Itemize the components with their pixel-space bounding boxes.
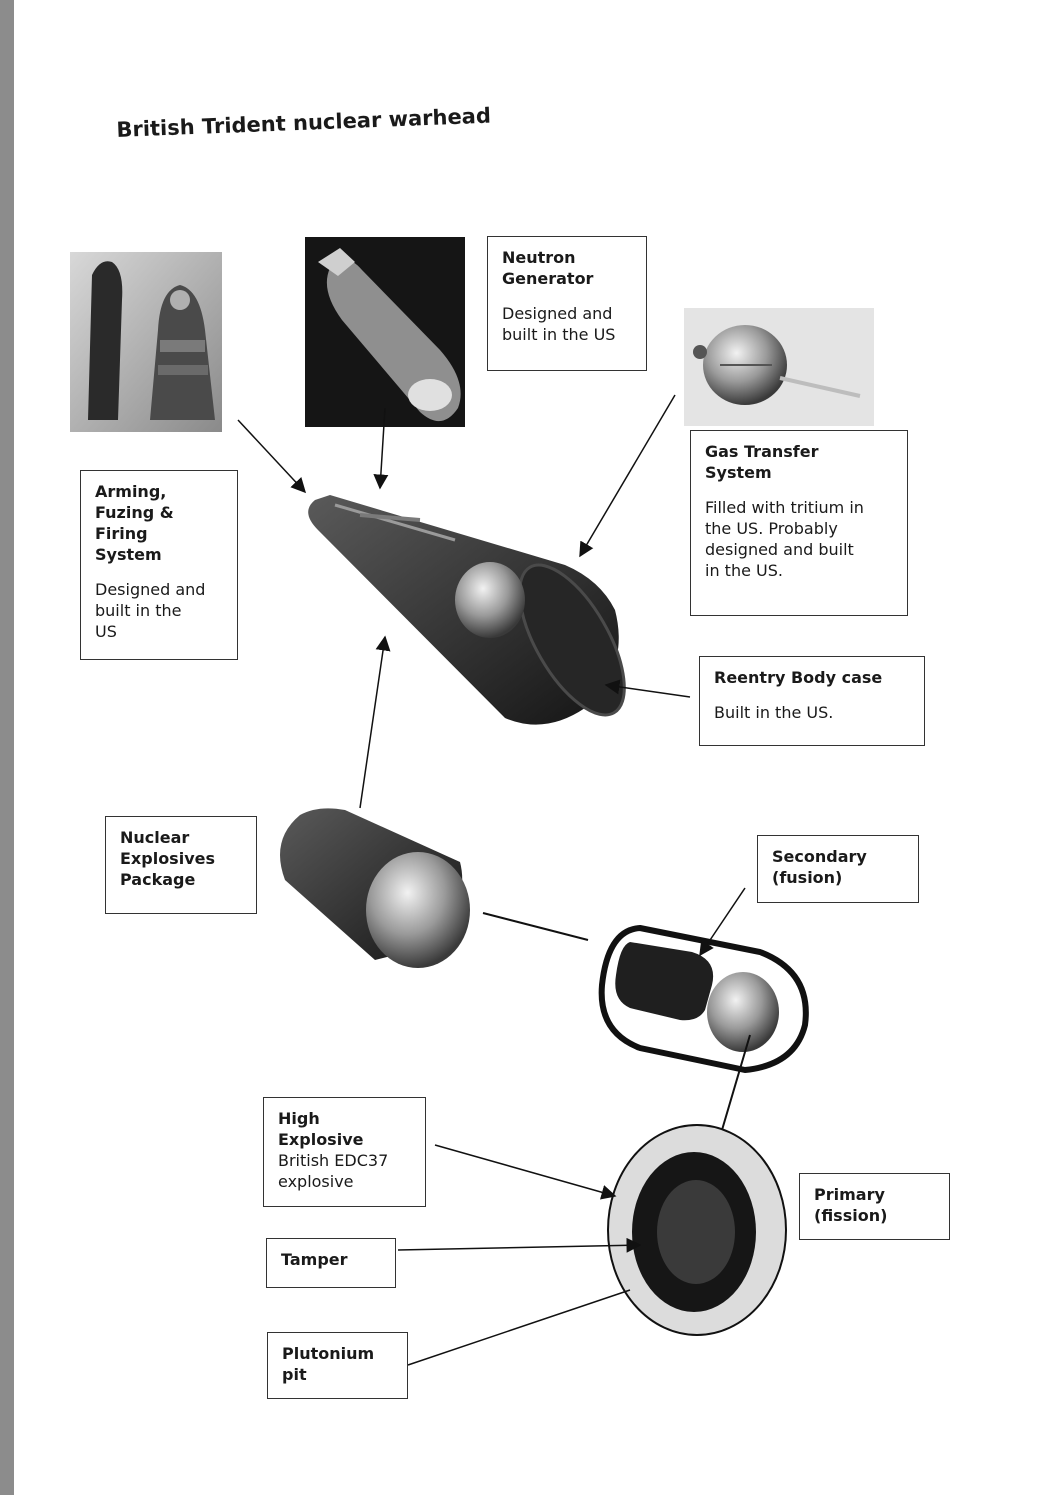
- label-body: Built in the US.: [714, 703, 834, 722]
- label-neutron-generator: Neutron Generator Designed and built in …: [487, 236, 647, 371]
- gas-transfer-photo: [684, 308, 874, 426]
- arrow-neutron-to-cone: [373, 407, 389, 490]
- nuclear-explosives-package-image: [280, 808, 470, 968]
- label-secondary-fusion: Secondary (fusion): [757, 835, 919, 903]
- line-plutonium-pit: [407, 1289, 631, 1366]
- line-primary-link: [721, 1034, 751, 1131]
- label-primary-fission: Primary (fission): [799, 1173, 950, 1240]
- label-heading: Reentry Body case: [714, 668, 883, 687]
- arrow-high-explosive: [434, 1144, 617, 1200]
- primary-cross-section: [607, 1124, 787, 1336]
- label-arming-fuzing-firing: Arming, Fuzing & Firing System Designed …: [80, 470, 238, 660]
- label-heading: Primary (fission): [814, 1185, 888, 1225]
- secondary-core-shape: [615, 942, 714, 1021]
- label-body: British EDC37 explosive: [278, 1151, 389, 1191]
- arrow-secondary-pointer: [699, 887, 746, 957]
- label-heading: Arming, Fuzing & Firing System: [95, 482, 174, 564]
- reentry-body-cone: [308, 495, 626, 725]
- label-reentry-body-case: Reentry Body case Built in the US.: [699, 656, 925, 746]
- neutron-generator-photo: [305, 237, 465, 427]
- label-heading: Neutron Generator: [502, 248, 594, 288]
- primary-sphere-shape: [707, 972, 779, 1052]
- label-heading: Secondary (fusion): [772, 847, 867, 887]
- arrow-tamper: [397, 1237, 642, 1253]
- label-body: Filled with tritium in the US. Probably …: [705, 498, 864, 580]
- arrow-nep-to-cone: [359, 635, 391, 809]
- label-gas-transfer-system: Gas Transfer System Filled with tritium …: [690, 430, 908, 616]
- arrow-gas-to-cone: [579, 394, 676, 558]
- arrow-reentry-to-cone: [604, 679, 691, 698]
- label-heading: Nuclear Explosives Package: [120, 828, 215, 889]
- label-heading: Tamper: [281, 1250, 348, 1269]
- arrow-arming-to-cone: [237, 419, 307, 494]
- label-nuclear-explosives-package: Nuclear Explosives Package: [105, 816, 257, 914]
- arming-system-photo: [70, 252, 222, 432]
- label-plutonium-pit: Plutonium pit: [267, 1332, 408, 1399]
- schematic-capsule: [598, 924, 809, 1074]
- label-body: Designed and built in the US: [95, 580, 206, 641]
- label-heading: High Explosive: [278, 1109, 364, 1149]
- label-heading: Plutonium pit: [282, 1344, 375, 1384]
- label-high-explosive: High Explosive British EDC37 explosive: [263, 1097, 426, 1207]
- label-heading: Gas Transfer System: [705, 442, 819, 482]
- label-body: Designed and built in the US: [502, 304, 616, 344]
- connector-line: [482, 912, 589, 941]
- scan-edge: [0, 0, 14, 1495]
- label-tamper: Tamper: [266, 1238, 396, 1288]
